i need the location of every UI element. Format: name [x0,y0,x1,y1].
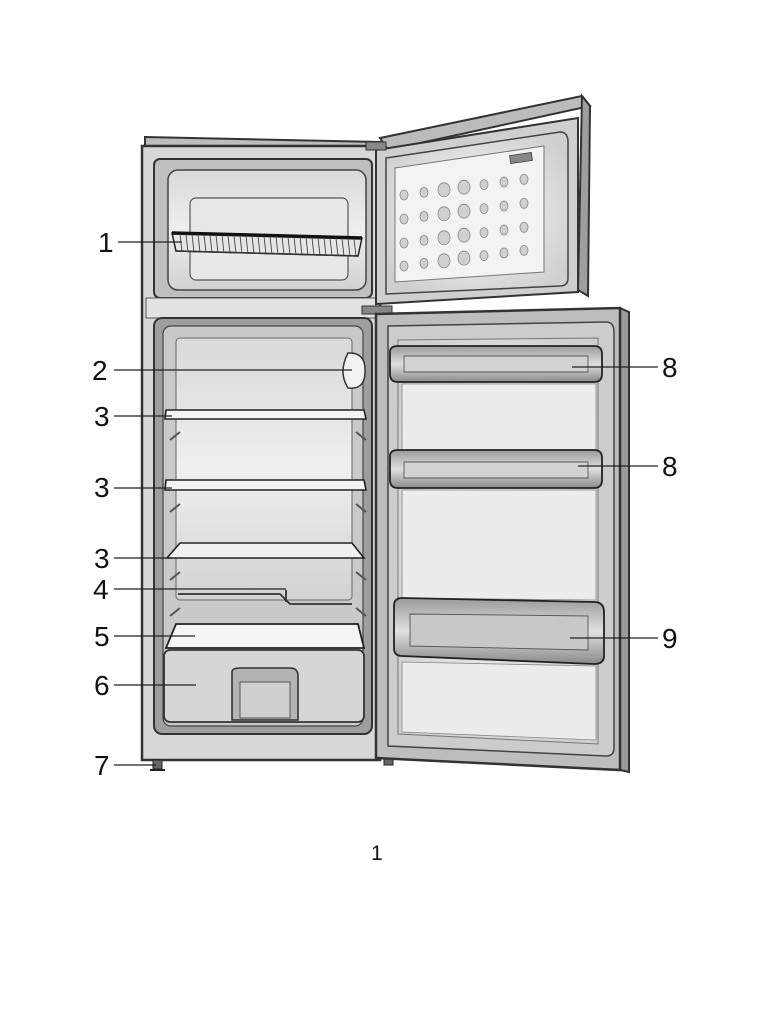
callout-6: 6 [94,670,110,701]
freezer-dimple [499,200,509,212]
freezer-dimple [479,227,489,239]
freezer-dimple [519,173,529,185]
callout-5: 5 [94,621,110,652]
freezer-dimple [519,221,529,233]
freezer-dimple [437,182,451,198]
crisper-cover [164,623,366,649]
freezer-dimple [519,197,529,209]
callout-8b: 8 [662,451,678,482]
freezer-dimple [479,250,489,262]
freezer-dimple [399,260,409,272]
top-hinge [365,141,387,151]
freezer-dimple [457,227,471,243]
freezer-door [361,93,592,315]
glass-shelf-3 [165,542,366,559]
fridge-door [374,306,630,774]
freezer-dimple [479,203,489,215]
callout-4: 4 [93,574,109,605]
freezer-dimple [419,210,429,222]
leader-lines [114,241,658,766]
door-shelf-upper [389,345,603,383]
page-number: 1 [371,842,383,865]
callout-8a: 8 [662,352,678,383]
freezer-door-edge [576,93,592,298]
glass-shelf-1 [164,409,367,420]
cabinet [140,135,394,771]
freezer-dimple [499,224,509,236]
door-shelf-middle [389,449,603,489]
fridge-back-wall [175,337,353,601]
freezer-dimple [437,253,451,269]
freezer-dimple [499,176,509,188]
callout-3a: 3 [94,401,110,432]
freezer-wire-shelf [171,231,363,257]
fridge-door-edge [619,306,630,774]
shelf-supports [169,431,367,617]
freezer-dimple [419,257,429,269]
freezer-dimple [457,203,471,219]
bottle-shelf [393,597,605,665]
freezer-door-dimples [399,173,529,272]
freezer-dimple [457,179,471,195]
callout-1: 1 [98,227,114,258]
freezer-dimple [519,244,529,256]
freezer-dimple [457,250,471,266]
freezer-dimple [419,186,429,198]
callout-2: 2 [92,355,108,386]
callout-3b: 3 [94,472,110,503]
crisper-drawer [163,649,365,723]
lamp-cover [342,352,366,389]
callout-9: 9 [662,623,678,654]
freezer-dimple [437,206,451,222]
freezer-dimple [479,179,489,191]
freezer-dimple [437,230,451,246]
freezer-dimple [399,189,409,201]
freezer-dimple [499,247,509,259]
freezer-dimple [399,237,409,249]
callout-3c: 3 [94,543,110,574]
callout-7: 7 [94,750,110,781]
freezer-dimple [399,213,409,225]
freezer-door-label [509,152,533,164]
water-channel [178,593,352,605]
compartment-divider [145,297,377,319]
glass-shelf-2 [164,479,367,491]
freezer-dimple [419,234,429,246]
